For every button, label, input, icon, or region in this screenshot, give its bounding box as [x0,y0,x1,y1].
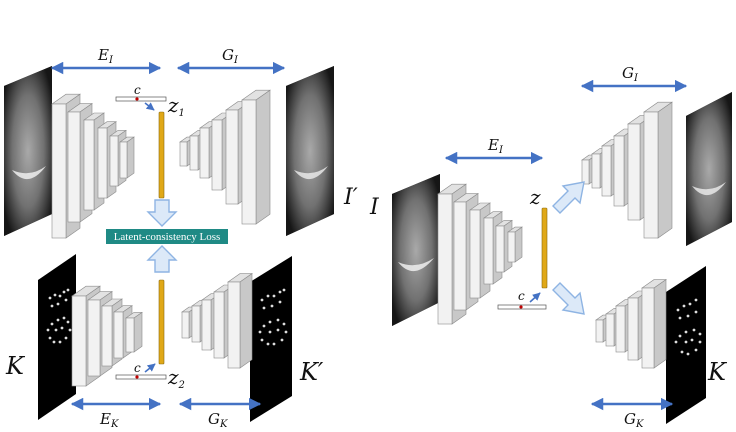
keypoint-dots [258,288,288,346]
layer-block-face [211,119,223,191]
condition-top-label: c [134,83,141,97]
latent-vector-right [541,207,548,289]
encoder-image-blocks-right [437,183,523,325]
input-image-label: I [369,195,380,220]
layer-block-face [613,135,625,207]
layer-block-face [453,201,467,311]
layer-block-face [601,145,612,197]
decoder-image-blocks-right [581,101,673,239]
layer-block-face [437,193,453,325]
keypoint-dots [46,288,72,344]
layer-block-face [83,119,95,211]
layer-block-face [201,299,212,351]
layer-block-face [581,159,590,185]
layer-block-face [125,317,135,353]
latent-bottom-label: z2 [167,365,185,391]
encoder-keypoints-blocks [71,285,143,387]
layer-block-face [595,319,604,343]
decoder-image-label: GI [222,46,239,66]
hollow-arrow-down [146,199,178,227]
decoder-image-blocks [179,89,271,225]
condition-vector-right [497,292,547,310]
output-face-image-top-left [286,66,334,236]
condition-vector-bottom [115,363,167,380]
layer-block-face [225,109,239,205]
output-keypoints-image-right [666,266,706,424]
layer-block-face [109,135,119,187]
encoder-image-blocks [51,93,135,239]
keypoints-output-label: K′ [299,358,324,386]
layer-block-face [605,313,615,347]
input-face-image-right [392,174,440,326]
layer-block-face [97,127,108,199]
layer-block-face [627,123,641,221]
encoder-keypoints-label: EK [99,410,119,430]
layer-block-face [199,127,210,179]
decoder-image-label-right: GI [622,64,639,84]
decoder-keypoints-label: GK [208,410,228,430]
condition-bottom-label: c [134,361,141,375]
layer-block-face [67,111,81,223]
latent-top-label: z1 [167,93,185,119]
layer-block-face [181,311,190,339]
right-panel: EI GI GK z c I′ I K [343,64,732,430]
layer-block-face [189,135,199,171]
encoder-image-label-right: EI [487,136,504,156]
layer-block-face [113,311,124,359]
layer-block-face [591,153,601,189]
latent-vector-top [158,111,165,199]
condition-vector-top [115,96,167,111]
latent-consistency-loss-label: Latent-consistency Loss [114,231,221,243]
input-face-image-top-left [4,66,52,236]
input-keypoints-image-left [38,254,76,420]
layer-block-face [213,291,225,359]
layer-block-face [227,281,241,369]
decoder-keypoints-blocks [181,273,253,369]
encoder-image-label: EI [97,46,114,66]
latent-vector-bottom [158,279,165,365]
decoder-keypoints-label-right: GK [624,410,644,430]
layer-block-face [483,217,494,285]
latent-consistency-loss-box [106,229,228,244]
hollow-arrow-to-image-decoder [552,181,585,214]
layer-block-face [641,287,655,369]
keypoint-dots [674,298,702,356]
layer-block-face [191,305,201,343]
condition-label-right: c [518,289,525,303]
layer-block-side [126,136,135,179]
hollow-arrow-to-keypoints-decoder [552,282,585,315]
layer-block-side [133,311,143,353]
layer-block-face [495,225,505,273]
output-image-label: I′ [343,185,358,210]
layer-block-side [239,273,253,369]
layer-block-face [179,141,188,167]
keypoints-input-label: K [5,352,26,380]
layer-block-face [627,297,639,361]
layer-block-face [241,99,257,225]
layer-block-face [469,209,481,299]
layer-block-face [643,111,659,239]
layer-block-face [87,299,101,377]
left-panel: EI GI EK GK z1 z2 c c Latent-consistency… [4,46,334,430]
layer-block-face [615,305,626,353]
latent-label-right: z [529,185,541,209]
layer-block-face [119,141,128,179]
layer-block-side [255,89,271,225]
output-keypoints-image-left [250,256,292,422]
layer-block-side [657,101,673,239]
layer-block-side [514,226,523,263]
hollow-arrow-up [146,245,178,273]
layer-block-face [507,231,516,263]
decoder-keypoints-blocks-right [595,279,667,369]
layer-block-face [51,103,67,239]
layer-block-face [71,295,87,387]
layer-block-face [101,305,113,367]
keypoints-output-label-right: K [707,358,728,386]
output-face-image-right [686,92,732,246]
layer-block-side [653,279,667,369]
